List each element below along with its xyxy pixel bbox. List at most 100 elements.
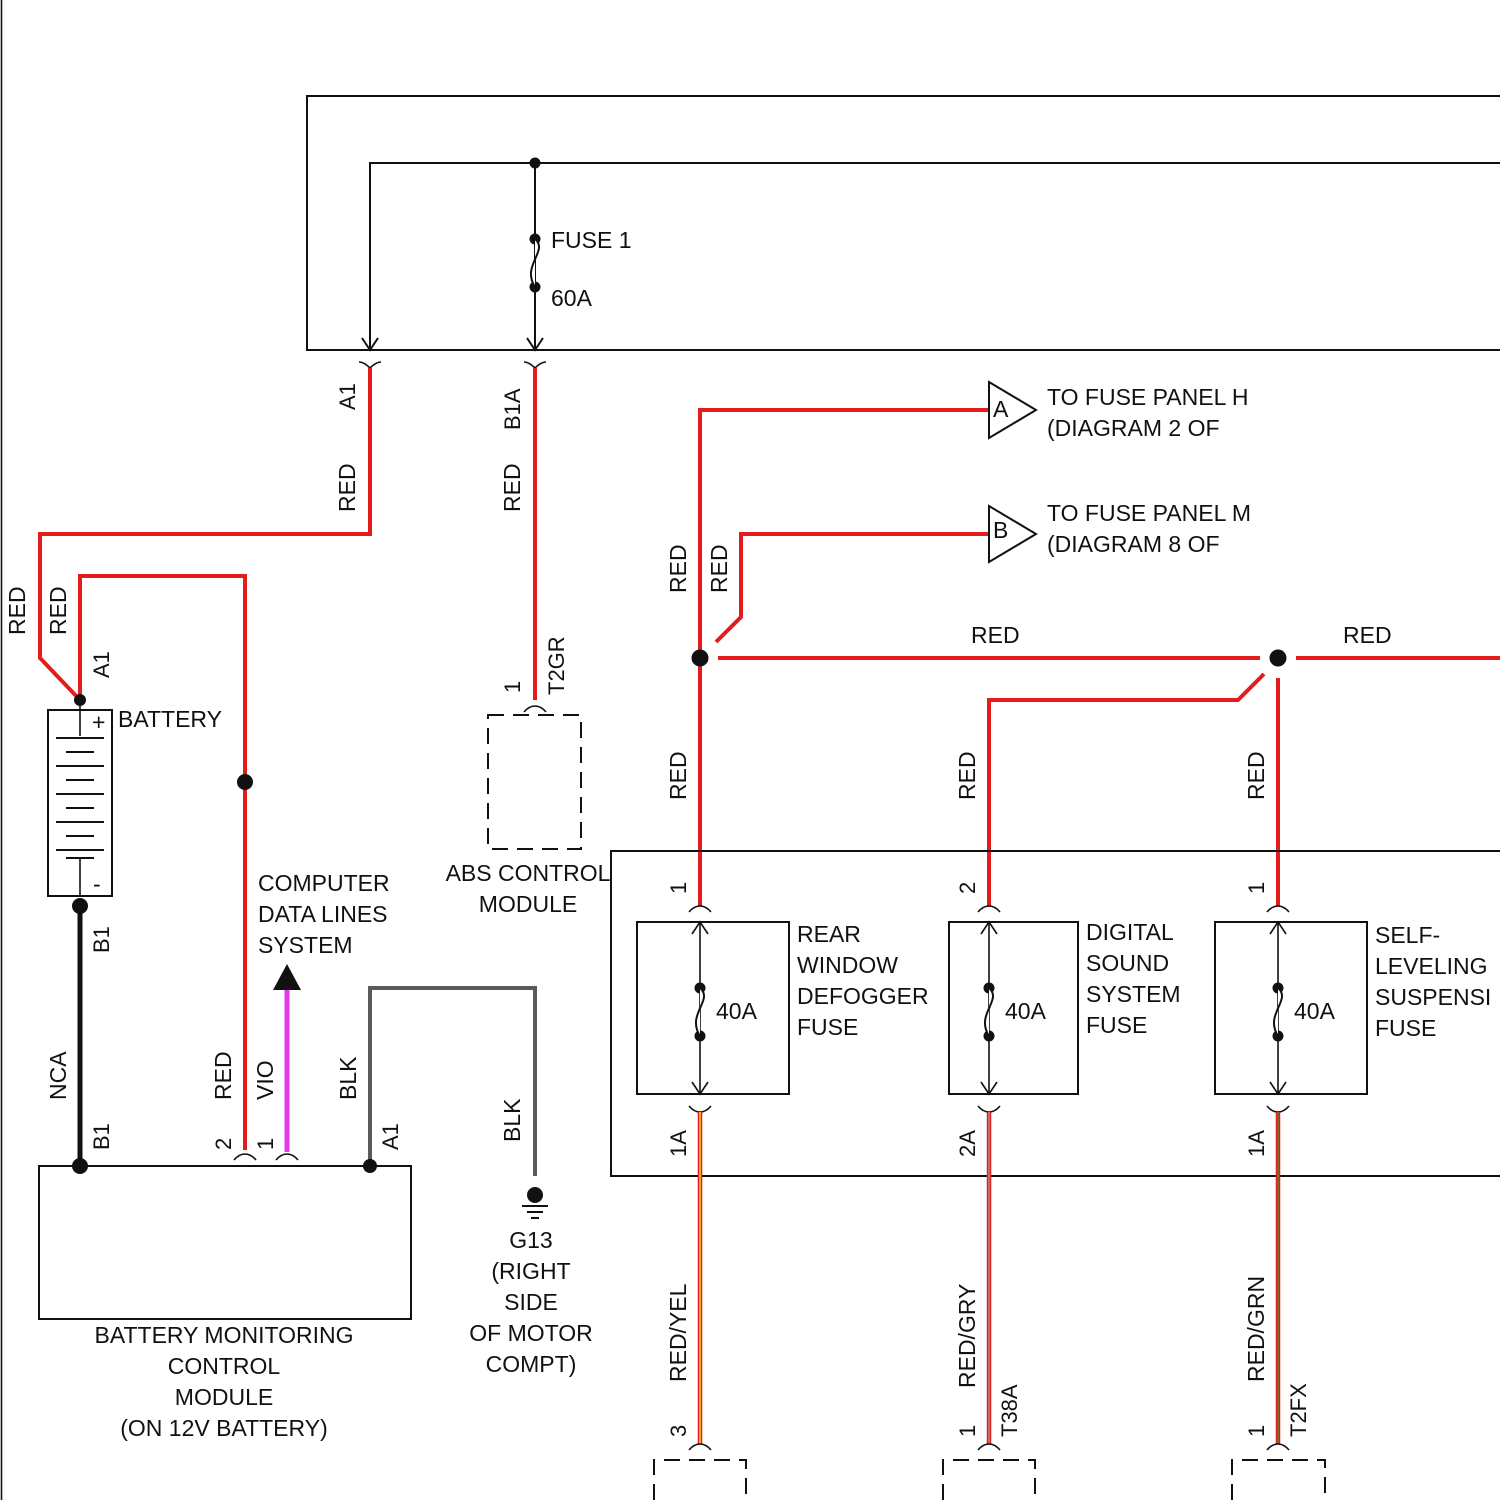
battery-cells [56,738,104,858]
wire-label: RED [4,586,30,635]
connector-label: 1 [500,681,525,693]
internal-bus-line [370,163,1500,350]
connector-label: A1 [378,1123,403,1150]
wire-label: RED [665,544,691,593]
wire-label: RED/YEL [665,1283,691,1382]
battery-label: BATTERY [118,706,222,732]
connector-label: B1 [89,1123,114,1150]
fuse-rear-window-defogger [637,906,789,1112]
bmcm-label-line4: (ON 12V BATTERY) [120,1415,327,1441]
wire-label: RED [665,751,691,800]
connector-bottom-sl [1267,1444,1289,1450]
wire-label: NCA [45,1051,71,1100]
ground-label-line5: COMPT) [486,1351,577,1377]
connector-label: 1 [666,882,691,894]
wire-label: RED [954,751,980,800]
connector-label: A1 [89,651,114,678]
offpage-a-line2: (DIAGRAM 2 OF [1047,415,1220,441]
bmcm-label-line3: MODULE [175,1384,273,1410]
offpage-b-line2: (DIAGRAM 8 OF [1047,531,1220,557]
wire-label: RED [499,463,525,512]
component-partial-ds [943,1460,1035,1500]
bus-junction-dot [530,158,541,169]
splice-dot [692,650,709,667]
connector-label: 1 [253,1138,278,1150]
wire-label: RED [706,544,732,593]
offpage-b-line1: TO FUSE PANEL M [1047,500,1251,526]
connector-abs [524,706,546,712]
power-distribution-box [307,96,1500,350]
connector-label: 3 [666,1425,691,1437]
connector-bottom-rw [689,1444,711,1450]
wire-label: RED [334,463,360,512]
splice-dot [72,898,88,914]
offpage-a-letter: A [993,396,1009,422]
wire-label: BLK [335,1056,361,1100]
bmcm-label-line1: BATTERY MONITORING [95,1322,354,1348]
fuse-sl-rating: 40A [1294,998,1336,1024]
connector-label: T38A [997,1384,1022,1437]
battery-monitoring-module [39,1166,411,1319]
fuse-rw-rating: 40A [716,998,758,1024]
connector-label: T2FX [1286,1383,1311,1437]
splice-dot [237,774,253,790]
component-partial-rw [654,1460,746,1500]
fuse-rw-line4: FUSE [797,1014,858,1040]
fuse-sl-line4: FUSE [1375,1015,1436,1041]
connector-label: 1 [955,1425,980,1437]
ground-label-line1: G13 [509,1227,552,1253]
wire-label: RED [210,1051,236,1100]
connector-fuse-out [978,1106,1000,1112]
cdl-label-line3: SYSTEM [258,932,353,958]
bmcm-label-line2: CONTROL [168,1353,281,1379]
ds-feed-wire [989,674,1264,906]
connector-label: 1A [666,1130,691,1157]
abs-label-line1: ABS CONTROL [446,860,611,886]
fuse-rw-line2: WINDOW [797,952,898,978]
battery-minus-sign: - [93,871,101,897]
bus-wire-b [716,534,990,642]
cdl-label-line2: DATA LINES [258,901,388,927]
connector-label: 1A [1244,1130,1269,1157]
ground-label-line3: SIDE [504,1289,558,1315]
fuse-ds-line2: SOUND [1086,950,1169,976]
battery-plus-sign: + [92,709,105,735]
connector-fuse-in [1267,906,1289,912]
connector-pin2 [234,1154,256,1160]
offpage-a-line1: TO FUSE PANEL H [1047,384,1249,410]
fuse-self-leveling-suspension [1215,906,1367,1112]
battery-positive-wire [40,368,370,700]
wire-label: RED [1243,751,1269,800]
connector-pin1 [276,1154,298,1160]
connector-label: B1A [500,388,525,430]
connector-b1a [524,362,546,368]
fuse-sl-line2: LEVELING [1375,953,1488,979]
wire-label: VIO [252,1060,278,1100]
connector-label: 2A [955,1130,980,1157]
fuse1-name: FUSE 1 [551,227,632,253]
connector-label: T2GR [544,636,569,695]
fuse-ds-rating: 40A [1005,998,1047,1024]
ground-icon [527,1187,543,1203]
fuse-rw-line3: DEFOGGER [797,983,929,1009]
splice-dot [1270,650,1287,667]
fuse-ds-line4: FUSE [1086,1012,1147,1038]
ground-symbol [522,1206,548,1218]
connector-fuse-out [689,1106,711,1112]
connector-label: 2 [955,882,980,894]
component-partial-sl [1232,1460,1325,1500]
wire-label: RED [1343,622,1392,648]
connector-label: A1 [335,383,360,410]
arrow-up-icon [273,964,301,990]
connector-label: 1 [1244,882,1269,894]
wire-label: RED/GRN [1243,1276,1269,1382]
connector-label: B1 [89,926,114,953]
fuse-ds-line1: DIGITAL [1086,919,1174,945]
connector-fuse-in [689,906,711,912]
ground-label-line4: OF MOTOR [469,1320,593,1346]
connector-fuse-out [1267,1106,1289,1112]
abs-label-line2: MODULE [479,891,577,917]
connector-label: 2 [211,1138,236,1150]
fuse1-symbol [531,239,539,287]
